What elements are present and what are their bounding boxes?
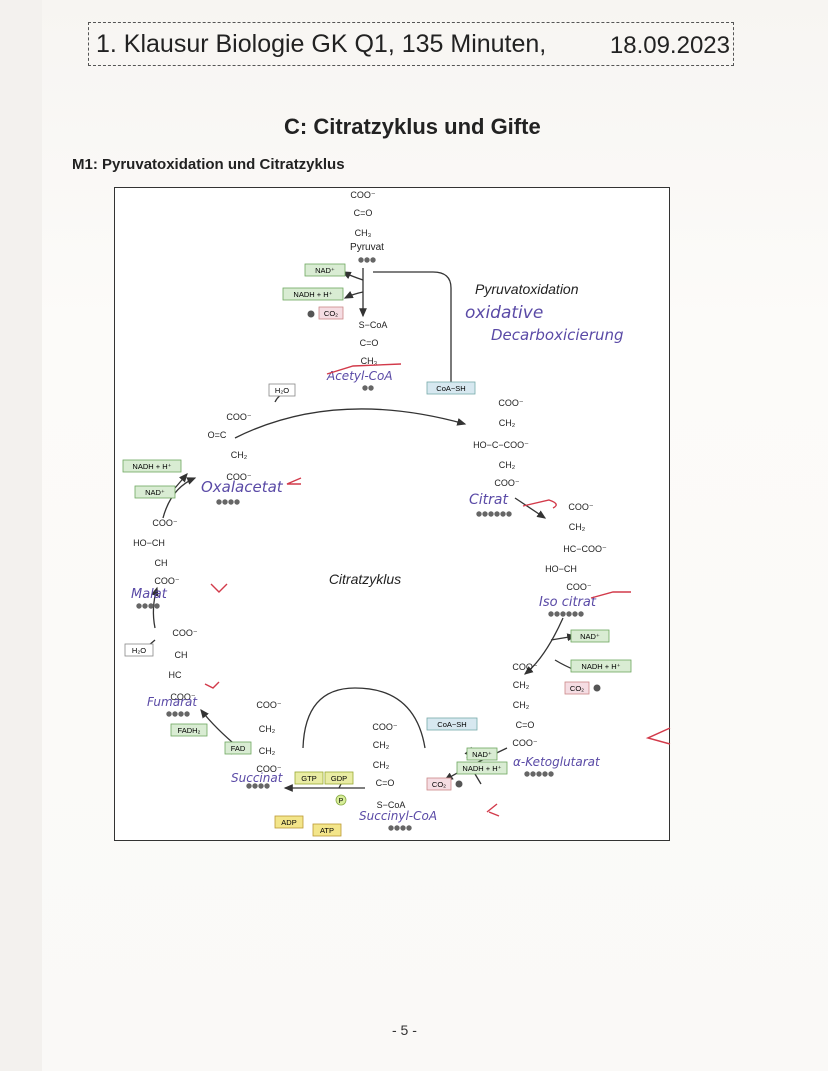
molecule-formulas: COO⁻ C=O CH₃ Pyruvat S−CoA C=O CH₃ COO⁻ … <box>133 190 607 810</box>
material-title: M1: Pyruvatoxidation und Citratzyklus <box>72 156 345 173</box>
svg-text:COO⁻: COO⁻ <box>512 738 538 748</box>
cycle-diagram: NAD⁺ NADH + H⁺ CO₂ H₂O CoA−SH NADH + H⁺ … <box>122 190 632 837</box>
svg-text:CH₂: CH₂ <box>373 740 390 750</box>
svg-text:C=O: C=O <box>376 778 395 788</box>
svg-text:S−CoA: S−CoA <box>359 320 388 330</box>
svg-text:CH₂: CH₂ <box>373 760 390 770</box>
phosphate-label: P <box>339 798 344 805</box>
hw-fumarat: Fumarat <box>147 695 198 709</box>
malat-nad-label: NAD⁺ <box>145 488 165 497</box>
iso-nad-label: NAD⁺ <box>580 632 600 641</box>
svg-text:HO−CH: HO−CH <box>133 538 165 548</box>
hw-malat: Malat <box>131 587 168 602</box>
iso-co2-label: CO₂ <box>570 684 584 693</box>
hw-acetyl: Acetyl-CoA <box>326 369 393 383</box>
svg-text:COO⁻: COO⁻ <box>498 398 524 408</box>
red-check-marks <box>204 363 631 817</box>
svg-text:CH₂: CH₂ <box>499 460 516 470</box>
svg-text:COO⁻: COO⁻ <box>566 582 592 592</box>
svg-text:COO⁻: COO⁻ <box>494 478 520 488</box>
kg-nadh-label: NADH + H⁺ <box>462 764 501 773</box>
cycle-arrows <box>140 268 577 792</box>
svg-text:COO⁻: COO⁻ <box>170 692 196 702</box>
kg-co2-label: CO₂ <box>432 780 446 789</box>
svg-text:COO⁻: COO⁻ <box>154 576 180 586</box>
hw-decarbox: Decarboxicierung <box>491 326 623 344</box>
citric-acid-cycle-figure: NAD⁺ NADH + H⁺ CO₂ H₂O CoA−SH NADH + H⁺ … <box>114 187 670 841</box>
svg-text:O=C: O=C <box>208 430 227 440</box>
svg-text:C=O: C=O <box>516 720 535 730</box>
svg-text:COO⁻: COO⁻ <box>256 764 282 774</box>
citratzyklus-label: Citratzyklus <box>329 571 401 587</box>
svg-text:HO−C−COO⁻: HO−C−COO⁻ <box>473 440 529 450</box>
svg-text:COO⁻: COO⁻ <box>226 472 252 482</box>
svg-text:CH: CH <box>155 558 168 568</box>
page-number: - 5 - <box>392 1022 417 1038</box>
iso-nadh-label: NADH + H⁺ <box>581 662 620 671</box>
coash-label: CoA−SH <box>436 384 465 393</box>
svg-text:CH₂: CH₂ <box>259 746 276 756</box>
header-box <box>88 22 734 66</box>
svg-text:CH₂: CH₂ <box>499 418 516 428</box>
nad-label: NAD⁺ <box>315 266 335 275</box>
svg-text:CH₂: CH₂ <box>569 522 586 532</box>
pyruvat-label: Pyruvat <box>350 242 384 253</box>
hw-succinylcoa: Succinyl-CoA <box>359 809 437 823</box>
svg-text:HO−CH: HO−CH <box>545 564 577 574</box>
kg-coash-label: CoA−SH <box>437 720 466 729</box>
hw-citrat: Citrat <box>469 492 508 508</box>
svg-text:CH₃: CH₃ <box>355 228 372 238</box>
carbon-dots <box>136 257 584 831</box>
svg-text:HC−COO⁻: HC−COO⁻ <box>563 544 607 554</box>
svg-text:CH₂: CH₂ <box>513 680 530 690</box>
svg-text:COO⁻: COO⁻ <box>568 502 594 512</box>
svg-text:COO⁻: COO⁻ <box>372 722 398 732</box>
red-check-outside <box>645 727 671 745</box>
svg-text:COO⁻: COO⁻ <box>172 628 198 638</box>
nadh-label: NADH + H⁺ <box>293 290 332 299</box>
hw-oxidative: oxidative <box>465 303 543 323</box>
adp-label: ADP <box>281 818 296 827</box>
fadh2-label: FADH₂ <box>178 726 201 735</box>
exam-date: 18.09.2023 <box>609 32 730 59</box>
svg-text:CH₂: CH₂ <box>259 724 276 734</box>
svg-text:CH₂: CH₂ <box>231 450 248 460</box>
pyruvatoxidation-label: Pyruvatoxidation <box>475 281 579 297</box>
svg-text:HC: HC <box>169 670 182 680</box>
svg-text:COO⁻: COO⁻ <box>350 190 376 200</box>
svg-text:CH₃: CH₃ <box>361 356 378 366</box>
handwritten-annotations: oxidative Decarboxicierung Acetyl-CoA Ox… <box>131 303 623 823</box>
svg-text:COO⁻: COO⁻ <box>256 700 282 710</box>
svg-text:CH: CH <box>175 650 188 660</box>
h2o-label: H₂O <box>275 386 289 395</box>
hw-succinat: Succinat <box>231 771 284 785</box>
co2-label: CO₂ <box>324 309 338 318</box>
svg-text:COO⁻: COO⁻ <box>226 412 252 422</box>
hw-oxalacetat: Oxalacetat <box>201 478 284 496</box>
atp-label: ATP <box>320 826 334 835</box>
hw-isocitrat: Iso citrat <box>539 595 597 610</box>
svg-text:COO⁻: COO⁻ <box>152 518 178 528</box>
hw-ketoglutarat: α-Ketoglutarat <box>513 755 601 769</box>
gdp-label: GDP <box>331 774 347 783</box>
gtp-label: GTP <box>301 774 316 783</box>
cofactor-boxes: NAD⁺ NADH + H⁺ CO₂ H₂O CoA−SH NADH + H⁺ … <box>122 263 632 837</box>
fad-label: FAD <box>231 744 246 753</box>
exam-title: 1. Klausur Biologie GK Q1, 135 Minuten, <box>96 30 547 58</box>
svg-text:C=O: C=O <box>360 338 379 348</box>
svg-text:COO⁻: COO⁻ <box>512 662 538 672</box>
hw-arrow-acetyl <box>326 363 402 375</box>
svg-text:CH₂: CH₂ <box>513 700 530 710</box>
fumarat-h2o-label: H₂O <box>132 646 146 655</box>
svg-text:C=O: C=O <box>354 208 373 218</box>
malat-nadh-label: NADH + H⁺ <box>132 462 171 471</box>
section-title: C: Citratzyklus und Gifte <box>284 114 541 139</box>
svg-text:S−CoA: S−CoA <box>377 800 406 810</box>
kg-nad-label: NAD⁺ <box>472 750 492 759</box>
